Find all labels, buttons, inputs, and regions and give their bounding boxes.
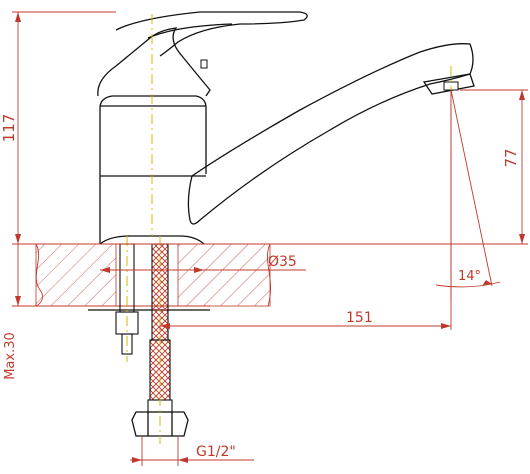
dimension-labels: 117 77 Ø35 151 Max.30 14° G1/2" bbox=[0, 114, 520, 460]
dim-77-arrow-top bbox=[519, 90, 525, 100]
label-diameter-35: Ø35 bbox=[268, 254, 297, 270]
dim-151-arrow-right bbox=[441, 323, 451, 329]
handle-screw bbox=[200, 59, 208, 69]
countertop-break-left bbox=[35, 243, 43, 307]
angle-arrow bbox=[482, 280, 492, 286]
label-max30: Max.30 bbox=[3, 332, 18, 380]
dim-151-arrow-left bbox=[160, 323, 170, 329]
countertop-left-hatch bbox=[35, 243, 117, 307]
handle-lever bbox=[115, 11, 308, 57]
countertop-right-hatch bbox=[177, 243, 271, 307]
countertop-section bbox=[35, 243, 272, 311]
dim-thread-arrow-left bbox=[132, 457, 142, 463]
faucet-body bbox=[97, 11, 308, 245]
dim-77-arrow-bottom bbox=[519, 234, 525, 244]
dim-35-arrow-left bbox=[100, 267, 110, 273]
dim-35-arrow-right bbox=[194, 267, 204, 273]
label-117: 117 bbox=[0, 114, 18, 143]
handle-cap bbox=[97, 27, 211, 97]
hose-connector-nut bbox=[131, 411, 189, 437]
dim-117-arrow-bottom bbox=[15, 234, 21, 244]
countertop-break-right bbox=[266, 243, 272, 307]
faucet-base-bottom bbox=[99, 235, 205, 245]
dim-max30-arrow-bottom bbox=[15, 296, 21, 306]
label-thread-g12: G1/2" bbox=[196, 444, 236, 460]
dimension-lines bbox=[12, 11, 528, 466]
angle-arc bbox=[435, 281, 501, 288]
handle-lever-inner bbox=[147, 23, 233, 39]
spout-outline bbox=[187, 43, 474, 225]
dim-117-arrow-top bbox=[15, 12, 21, 22]
label-77: 77 bbox=[502, 148, 520, 167]
mounting-stud-lower bbox=[121, 333, 133, 355]
supply-assembly bbox=[115, 243, 189, 437]
spout-tip bbox=[422, 73, 475, 95]
faucet-base-body bbox=[99, 95, 207, 244]
label-14-degrees: 14° bbox=[458, 269, 481, 284]
label-151: 151 bbox=[346, 310, 373, 326]
dim-thread-arrow-right bbox=[178, 457, 188, 463]
centerlines bbox=[126, 14, 452, 444]
spout bbox=[187, 43, 475, 225]
angle-ray-slanted bbox=[450, 89, 493, 287]
